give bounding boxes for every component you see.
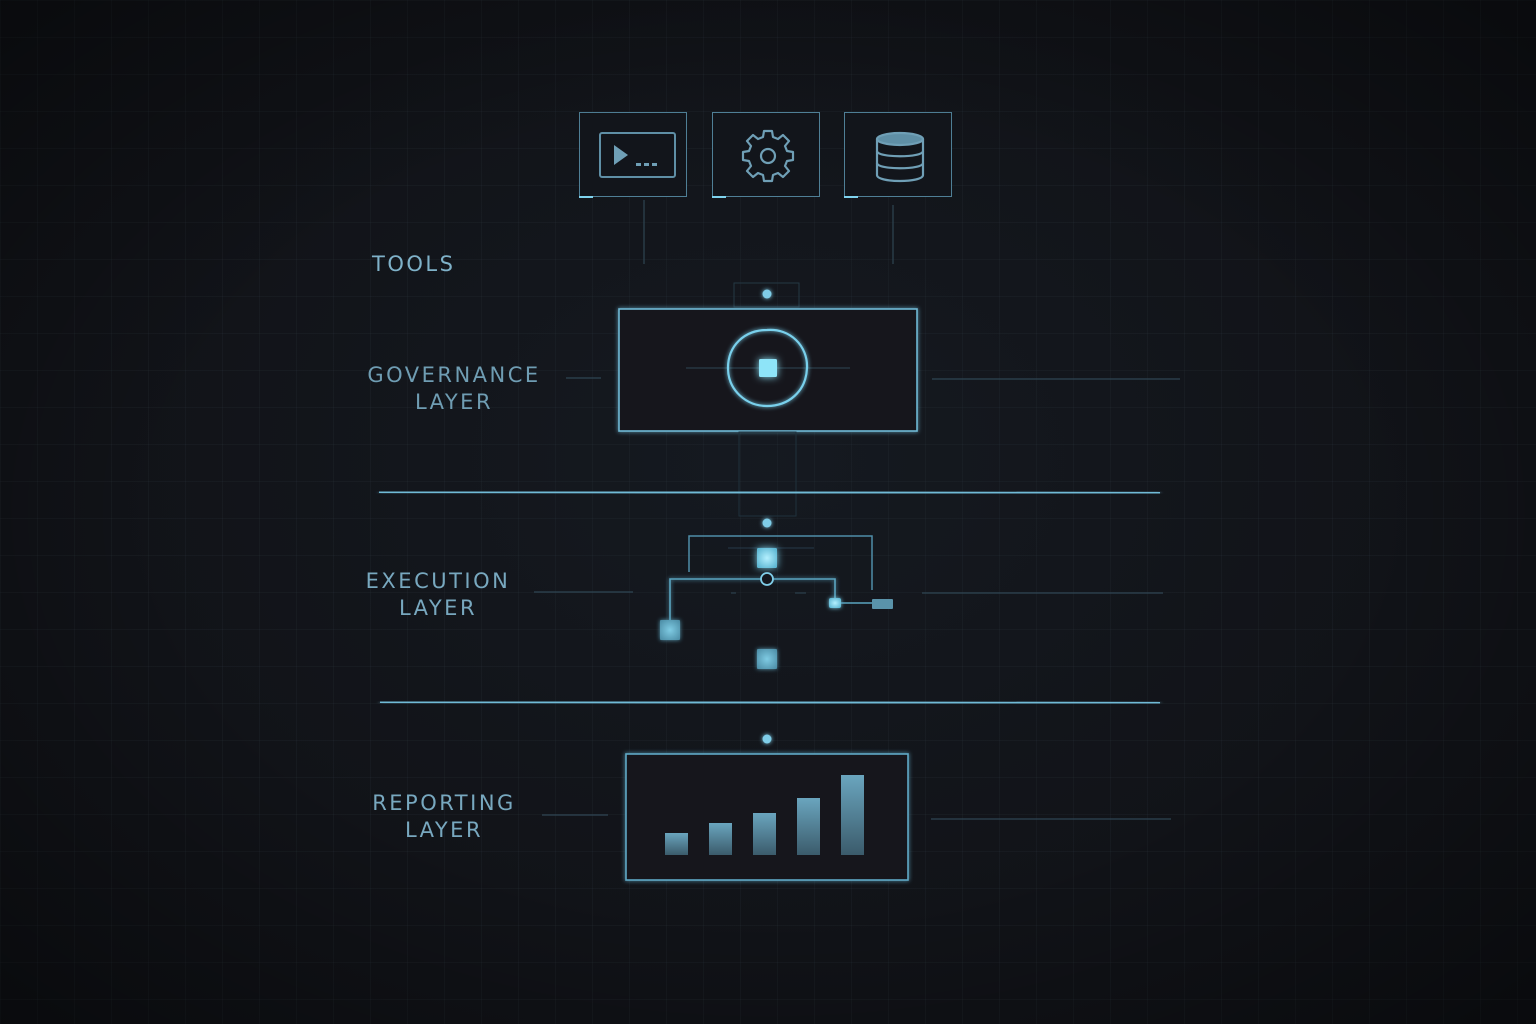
reporting-box: [625, 753, 909, 881]
governance-box: [618, 308, 918, 432]
terminal-icon: [599, 132, 676, 178]
connector-dot: [762, 289, 772, 299]
divider-2: [379, 701, 1161, 704]
tool-database[interactable]: [844, 112, 952, 198]
divider-1: [378, 491, 1161, 494]
bar-chart-icon: [650, 775, 882, 864]
reporting-layer-label: REPORTING LAYER: [372, 791, 516, 842]
database-icon: [875, 131, 925, 183]
execution-layer-label: EXECUTION LAYER: [365, 569, 511, 620]
tool-connectors: [643, 200, 894, 294]
shield-node-icon: [726, 328, 809, 408]
governance-layer-label: GOVERNANCE LAYER: [367, 363, 541, 414]
tool-terminal[interactable]: [579, 112, 687, 198]
connector-dot: [762, 518, 772, 528]
connector-dot: [762, 734, 772, 744]
tools-label: TOOLS: [372, 252, 456, 276]
tool-settings[interactable]: [712, 112, 820, 198]
execution-tree: [660, 535, 893, 739]
gear-icon: [741, 129, 795, 183]
